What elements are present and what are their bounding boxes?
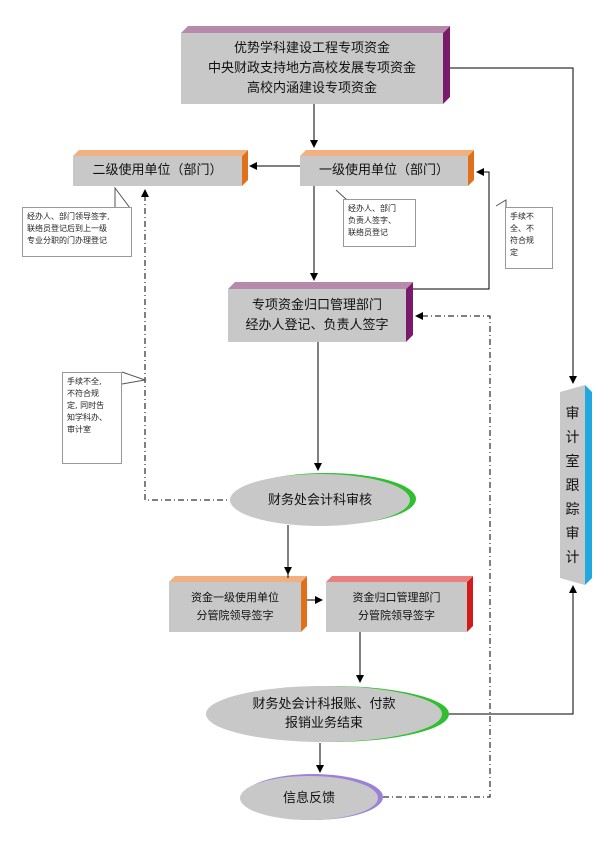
audit-char-1: 审 [565,406,580,422]
note-reject-left-line-3: 定, 同时告 [67,401,105,410]
admin-dept-line-1: 专项资金归口管理部门 [251,297,382,313]
admin-sign-line-2: 分管院领导签字 [358,609,435,622]
note-reject-right-line-4: 定 [510,248,518,257]
note-level2-line-1: 经办人、部门领导签字, [27,212,110,221]
funding-line-3: 高校内涵建设专项资金 [246,80,377,96]
finance-reimburse-line-1: 财务处会计科报账、付款 [252,697,396,712]
note-reject-left-line-5: 审计室 [67,425,91,434]
note-level1-signoff: 经办人、部门 负责人签字、 联络员登记 [343,199,416,247]
note-reject-left: 手续不全, 不符合规 定, 同时告 知学科办、 审计室 [62,372,122,464]
note-level2-line-3: 专业分职的门办理登记 [27,236,107,245]
feedback-oval: 信息反馈 [240,776,378,820]
level2-unit-label: 二级使用单位（部门） [92,163,223,178]
audit-char-7: 计 [565,550,580,566]
note-reject-right-line-1: 手续不 [510,212,534,221]
note-level2-line-2: 联络员登记后到上一级 [27,224,107,233]
audit-tracking-label: 审 计 室 跟 踪 审 计 [560,402,585,570]
note-reject-left-line-1: 手续不全, [67,377,102,386]
admin-dept-box: 专项资金归口管理部门 经办人登记、负责人签字 [228,289,406,342]
note-level1-line-3: 联络员登记 [348,228,388,237]
audit-char-5: 踪 [565,502,580,518]
connectors-solid [249,67,577,773]
admin-dept-line-2: 经办人登记、负责人签字 [245,317,389,333]
note-level2-signoff: 经办人、部门领导签字, 联络员登记后到上一级 专业分职的门办理登记 [22,207,132,257]
fund-unit-sign-line-1: 资金一级使用单位 [191,591,279,604]
audit-shape [560,385,592,585]
fund-unit-sign-line-2: 分管院领导签字 [196,609,274,622]
audit-char-2: 计 [565,430,580,446]
finance-reimburse-oval: 财务处会计科报账、付款 报销业务结束 [206,686,442,742]
funding-sources-box: 优势学科建设工程专项资金 中央财政支持地方高校发展专项资金 高校内涵建设专项资金 [181,33,443,104]
note-level1-line-2: 负责人签字、 [348,216,396,225]
audit-char-4: 跟 [565,478,580,494]
level1-unit-box: 一级使用单位（部门） [300,156,468,186]
box-edges [73,26,474,632]
feedback-label: 信息反馈 [282,790,335,806]
finance-review-label: 财务处会计科审核 [267,492,372,508]
note-reject-left-line-4: 知学科办、 [67,413,107,422]
finance-reimburse-line-2: 报销业务结束 [284,716,363,731]
level1-unit-label: 一级使用单位（部门） [318,163,449,178]
audit-char-6: 审 [565,526,580,542]
connectors-dashed [141,189,491,798]
audit-char-3: 室 [565,454,580,470]
admin-sign-box: 资金归口管理部门 分管院领导签字 [326,582,467,632]
note-reject-left-line-2: 不符合规 [67,389,99,398]
note-reject-right-line-3: 符合规 [510,236,534,245]
finance-review-oval: 财务处会计科审核 [230,474,410,526]
note-level1-line-1: 经办人、部门 [348,204,396,213]
note-reject-right: 手续不 全、不 符合规 定 [505,207,553,269]
level2-unit-box: 二级使用单位（部门） [73,156,242,186]
fund-unit-sign-box: 资金一级使用单位 分管院领导签字 [169,582,301,632]
funding-line-2: 中央财政支持地方高校发展专项资金 [207,60,416,76]
note-reject-right-line-2: 全、不 [510,224,534,233]
funding-line-1: 优势学科建设工程专项资金 [233,40,390,56]
admin-sign-line-1: 资金归口管理部门 [352,591,441,604]
